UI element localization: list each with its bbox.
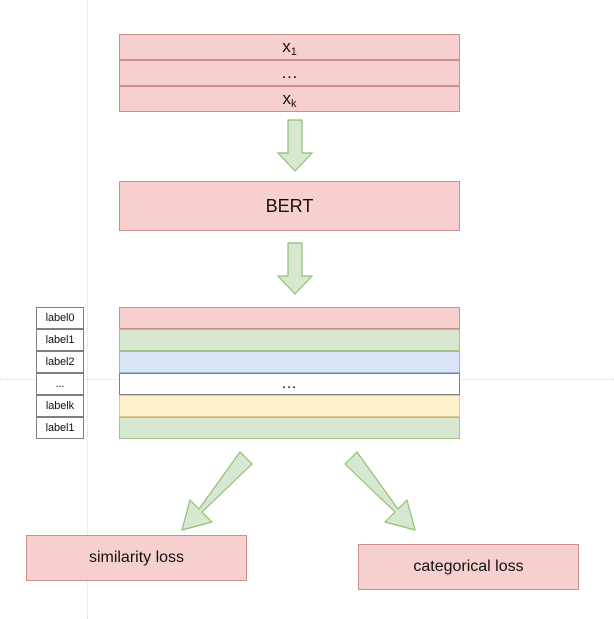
input-token-label-2: xk <box>282 89 297 110</box>
label-cell-text-2: label2 <box>45 356 75 368</box>
categorical-loss-box: categorical loss <box>358 544 579 590</box>
input-token-label-1: … <box>281 63 298 82</box>
label-cell-text-3: ... <box>55 378 65 390</box>
label-cell-text-0: label0 <box>45 312 75 324</box>
input-token-row-2: xk <box>119 86 460 112</box>
arrow-input-to-bert-icon <box>276 119 314 172</box>
label-cell-0: label0 <box>36 307 84 329</box>
bert-encoder-box: BERT <box>119 181 460 231</box>
similarity-loss-label: similarity loss <box>88 549 185 566</box>
arrow-bert-to-embeddings-icon <box>276 242 314 295</box>
input-token-label-0: x1 <box>282 37 297 58</box>
vertical-guide-line <box>87 0 88 619</box>
similarity-loss-box: similarity loss <box>26 535 247 581</box>
embedding-row-ellipsis: … <box>281 375 298 392</box>
label-cell-5: label1 <box>36 417 84 439</box>
label-cell-text-4: labelk <box>45 400 75 412</box>
input-token-row-1: … <box>119 60 460 86</box>
categorical-loss-label: categorical loss <box>413 558 524 575</box>
input-token-row-0: x1 <box>119 34 460 60</box>
embedding-row-1 <box>119 329 460 351</box>
embedding-row-0 <box>119 307 460 329</box>
arrow-embeddings-to-categorical-icon <box>344 451 416 531</box>
bert-label: BERT <box>265 195 314 216</box>
label-cell-3: ... <box>36 373 84 395</box>
label-cell-1: label1 <box>36 329 84 351</box>
embedding-row-2 <box>119 351 460 373</box>
arrow-embeddings-to-similarity-icon <box>181 451 253 531</box>
label-cell-4: labelk <box>36 395 84 417</box>
label-cell-2: label2 <box>36 351 84 373</box>
embedding-row-3: … <box>119 373 460 395</box>
embedding-row-4 <box>119 395 460 417</box>
embedding-row-5 <box>119 417 460 439</box>
label-cell-text-1: label1 <box>45 334 75 346</box>
label-cell-text-5: label1 <box>45 422 75 434</box>
